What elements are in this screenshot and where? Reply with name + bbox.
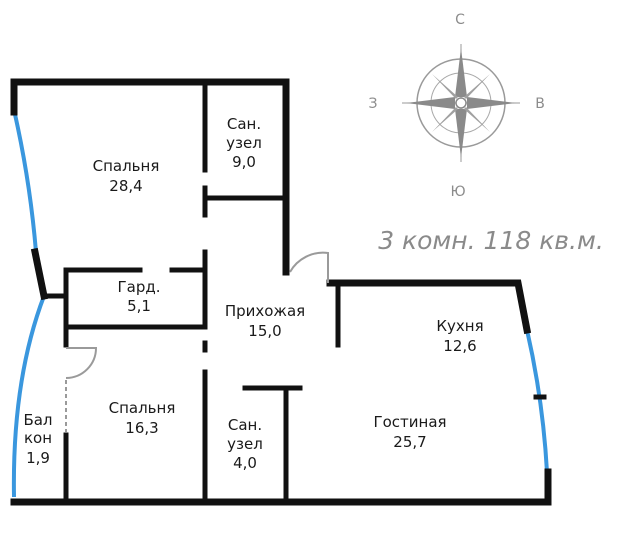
room-name-line1: Сан.: [228, 416, 262, 434]
room-balcony: Бал кон 1,9: [23, 411, 52, 467]
room-living: Гостиная 25,7: [373, 413, 446, 451]
room-name: Кухня: [436, 317, 483, 335]
room-area: 16,3: [125, 419, 158, 437]
compass-south: Ю: [450, 184, 465, 200]
compass-east-point: [467, 97, 516, 109]
room-area: 4,0: [233, 454, 257, 472]
room-area: 15,0: [248, 322, 281, 340]
room-wardrobe: Гард. 5,1: [117, 278, 160, 315]
room-name: Спальня: [93, 157, 160, 175]
room-area: 25,7: [393, 433, 426, 451]
room-labels: Спальня 28,4 Сан. узел 9,0 Гард. 5,1 При…: [23, 115, 483, 472]
room-kitchen: Кухня 12,6: [436, 317, 483, 355]
apartment-summary: 3 комн. 118 кв.м.: [378, 226, 604, 255]
room-area: 5,1: [127, 297, 151, 315]
room-bedroom-small: Спальня 16,3: [109, 399, 176, 437]
room-bathroom-1: Сан. узел 9,0: [226, 115, 262, 171]
room-name: Гостиная: [373, 413, 446, 431]
room-hallway: Прихожая 15,0: [225, 302, 305, 340]
compass-ne-point: [464, 74, 490, 99]
room-name-line2: узел: [226, 134, 262, 152]
window-right: [525, 329, 549, 473]
wall-kitchen-top: [326, 279, 532, 335]
doors: [65, 251, 329, 432]
room-bedroom-large: Спальня 28,4: [93, 157, 160, 195]
window-left-top: [12, 109, 38, 253]
window-left-balcony: [11, 295, 46, 498]
compass-rose: С Ю З В: [369, 12, 545, 200]
room-bathroom-2: Сан. узел 4,0: [227, 416, 263, 472]
compass-center: [455, 97, 467, 109]
wall-bottom: [10, 468, 552, 506]
wall-top: [10, 78, 290, 276]
room-area: 12,6: [443, 337, 476, 355]
compass-nw-point: [432, 74, 458, 99]
compass-west: З: [369, 96, 378, 112]
room-name: Прихожая: [225, 302, 305, 320]
room-name-line1: Бал: [23, 411, 52, 429]
walls: [10, 78, 552, 506]
compass-east: В: [535, 96, 545, 112]
room-area: 9,0: [232, 153, 256, 171]
wall-left-pier: [30, 247, 49, 301]
compass-sw-point: [432, 107, 458, 132]
room-name-line1: Сан.: [227, 115, 261, 133]
room-area: 28,4: [109, 177, 142, 195]
compass-se-point: [464, 107, 490, 132]
room-name-line2: узел: [227, 435, 263, 453]
compass-north: С: [455, 12, 465, 28]
room-area: 1,9: [26, 449, 50, 467]
compass-south-point: [455, 109, 467, 158]
compass-west-point: [406, 97, 455, 109]
door-balcony: [65, 347, 98, 379]
room-name: Спальня: [109, 399, 176, 417]
room-name-line2: кон: [24, 429, 52, 447]
room-name: Гард.: [117, 278, 160, 296]
door-entrance: [289, 251, 329, 283]
compass-north-point: [455, 48, 467, 97]
windows: [11, 109, 549, 498]
